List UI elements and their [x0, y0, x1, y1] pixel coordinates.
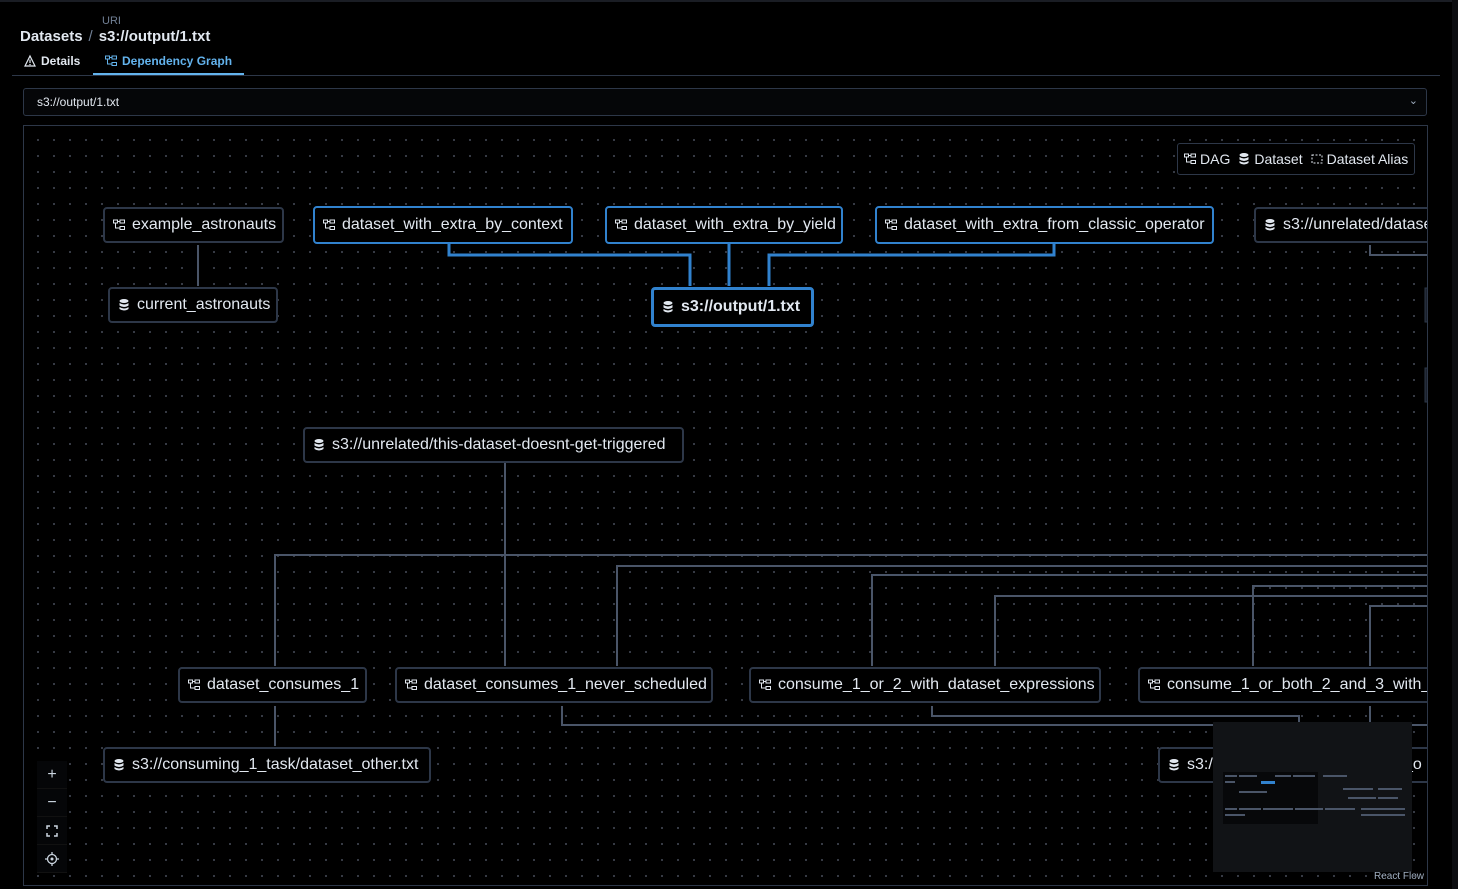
node-label: s3:/: [1187, 756, 1213, 773]
dag-icon: [615, 219, 627, 230]
node-label: dataset_consumes_1_never_scheduled: [424, 676, 707, 693]
edge-bus-6: [1369, 605, 1427, 666]
node-label: dataset_consumes_1: [207, 676, 360, 693]
dag-icon: [1184, 153, 1196, 164]
dataset-select-value: s3://output/1.txt: [37, 95, 120, 109]
dag-node-example-astronauts[interactable]: example_astronauts: [103, 207, 284, 243]
node-label: s3://unrelated/datase: [1283, 216, 1428, 233]
fit-view-button[interactable]: [37, 817, 67, 845]
window-right-border: [1452, 0, 1458, 889]
dag-icon: [759, 679, 771, 690]
dataset-node-s3-unrelated[interactable]: s3://unrelated/datase: [1254, 207, 1428, 243]
graph-edges: [197, 243, 1427, 746]
tab-dependency-graph[interactable]: Dependency Graph: [93, 48, 245, 75]
zoom-controls: + −: [37, 761, 67, 873]
node-label: example_astronauts: [132, 216, 277, 233]
dag-node-dataset-with-extra-from-classic-operator[interactable]: dataset_with_extra_from_classic_operator: [875, 206, 1214, 244]
minimap[interactable]: [1213, 722, 1412, 872]
database-icon: [1239, 153, 1249, 165]
database-icon: [314, 439, 324, 451]
tab-details[interactable]: Details: [12, 48, 92, 74]
database-icon: [119, 299, 129, 311]
uri-label: URI: [102, 15, 121, 27]
graph-legend: DAG Dataset Dataset Alias: [1177, 143, 1416, 175]
dag-icon: [188, 679, 200, 690]
node-label: current_astronauts: [137, 296, 271, 313]
breadcrumb-separator: /: [88, 28, 93, 45]
zoom-out-button[interactable]: −: [37, 789, 67, 817]
edge-bus-4: [994, 595, 1427, 666]
dag-node-consume-1-or-2-with-dataset-expressions[interactable]: consume_1_or_2_with_dataset_expressions: [749, 667, 1101, 703]
dag-icon: [1148, 679, 1160, 690]
legend-dag: DAG: [1184, 151, 1230, 167]
database-icon: [1169, 759, 1179, 771]
alias-icon: [1311, 154, 1323, 164]
dag-node-dataset-with-extra-by-context[interactable]: dataset_with_extra_by_context: [313, 206, 573, 244]
node-label: dataset_with_extra_from_classic_operator: [904, 216, 1205, 233]
locate-button[interactable]: [37, 845, 67, 873]
dag-icon: [323, 219, 335, 230]
fit-view-icon: [46, 824, 58, 837]
tab-details-label: Details: [41, 54, 81, 68]
node-label: dataset_with_extra_by_yield: [634, 216, 836, 233]
edge-classic-to-output: [767, 243, 1056, 286]
dag-node-consume-1-or-both-2-and-3[interactable]: consume_1_or_both_2_and_3_with_: [1138, 667, 1428, 703]
chevron-down-icon: ⌄: [1408, 95, 1418, 107]
zoom-in-button[interactable]: +: [37, 761, 67, 789]
edge-bus-5: [1252, 585, 1427, 666]
offscreen-node-edge-2: [1424, 367, 1427, 403]
node-label: s3://unrelated/this-dataset-doesnt-get-t…: [332, 436, 666, 453]
breadcrumb: Datasets / s3://output/1.txt: [20, 28, 210, 45]
dag-node-dataset-consumes-1-never-scheduled[interactable]: dataset_consumes_1_never_scheduled: [395, 667, 713, 703]
node-label: consume_1_or_2_with_dataset_expressions: [778, 676, 1095, 693]
legend-dataset-alias: Dataset Alias: [1311, 151, 1409, 167]
dag-icon: [885, 219, 897, 230]
dataset-node-current-astronauts[interactable]: current_astronauts: [108, 287, 278, 323]
edge-bus-1: [274, 554, 1427, 666]
offscreen-node-edge-1: [1424, 287, 1427, 323]
edge-never-to-right: [561, 706, 1427, 726]
database-icon: [1265, 219, 1275, 231]
node-label: consume_1_or_both_2_and_3_with_: [1167, 676, 1428, 693]
dag-node-dataset-with-extra-by-yield[interactable]: dataset_with_extra_by_yield: [605, 206, 843, 244]
minimap-graph: [1223, 772, 1405, 824]
edge-bus-2: [616, 565, 1427, 666]
legend-dag-label: DAG: [1200, 151, 1231, 167]
breadcrumb-datasets-link[interactable]: Datasets: [20, 28, 83, 45]
database-icon: [663, 301, 673, 313]
graph-icon: [105, 55, 117, 66]
crosshair-icon: [45, 851, 59, 866]
react-flow-attribution[interactable]: React Flow: [1374, 871, 1425, 882]
edge-expr-to-right: [931, 706, 1300, 722]
dag-icon: [405, 679, 417, 690]
dataset-select[interactable]: s3://output/1.txt ⌄: [23, 88, 1427, 116]
dag-icon: [113, 219, 125, 230]
node-label: s3://consuming_1_task/dataset_other.txt: [132, 756, 419, 773]
dag-node-dataset-consumes-1[interactable]: dataset_consumes_1: [178, 667, 367, 703]
graph-canvas[interactable]: DAG Dataset Dataset Alias example_astron…: [23, 125, 1428, 886]
tab-bar: Details Dependency Graph: [12, 48, 1440, 76]
legend-dataset-label: Dataset: [1254, 151, 1303, 167]
dataset-node-s3-consuming-1-task[interactable]: s3://consuming_1_task/dataset_other.txt: [103, 747, 431, 783]
window-top-border: [0, 0, 1458, 2]
legend-alias-label: Dataset Alias: [1326, 151, 1409, 167]
edge-unrelated-right: [1369, 245, 1427, 256]
database-icon: [114, 759, 124, 771]
dataset-node-s3-unrelated-full[interactable]: s3://unrelated/this-dataset-doesnt-get-t…: [303, 427, 684, 463]
edge-by-context-to-output: [447, 243, 692, 286]
node-label: dataset_with_extra_by_context: [342, 216, 563, 233]
edge-bus-3: [871, 574, 1427, 666]
dataset-node-s3-output-selected[interactable]: s3://output/1.txt: [651, 287, 814, 327]
node-label: s3://output/1.txt: [681, 298, 801, 315]
tab-dependency-graph-label: Dependency Graph: [122, 53, 233, 68]
warning-icon: [24, 54, 36, 67]
legend-dataset: Dataset: [1238, 151, 1303, 167]
breadcrumb-current: s3://output/1.txt: [98, 28, 211, 45]
